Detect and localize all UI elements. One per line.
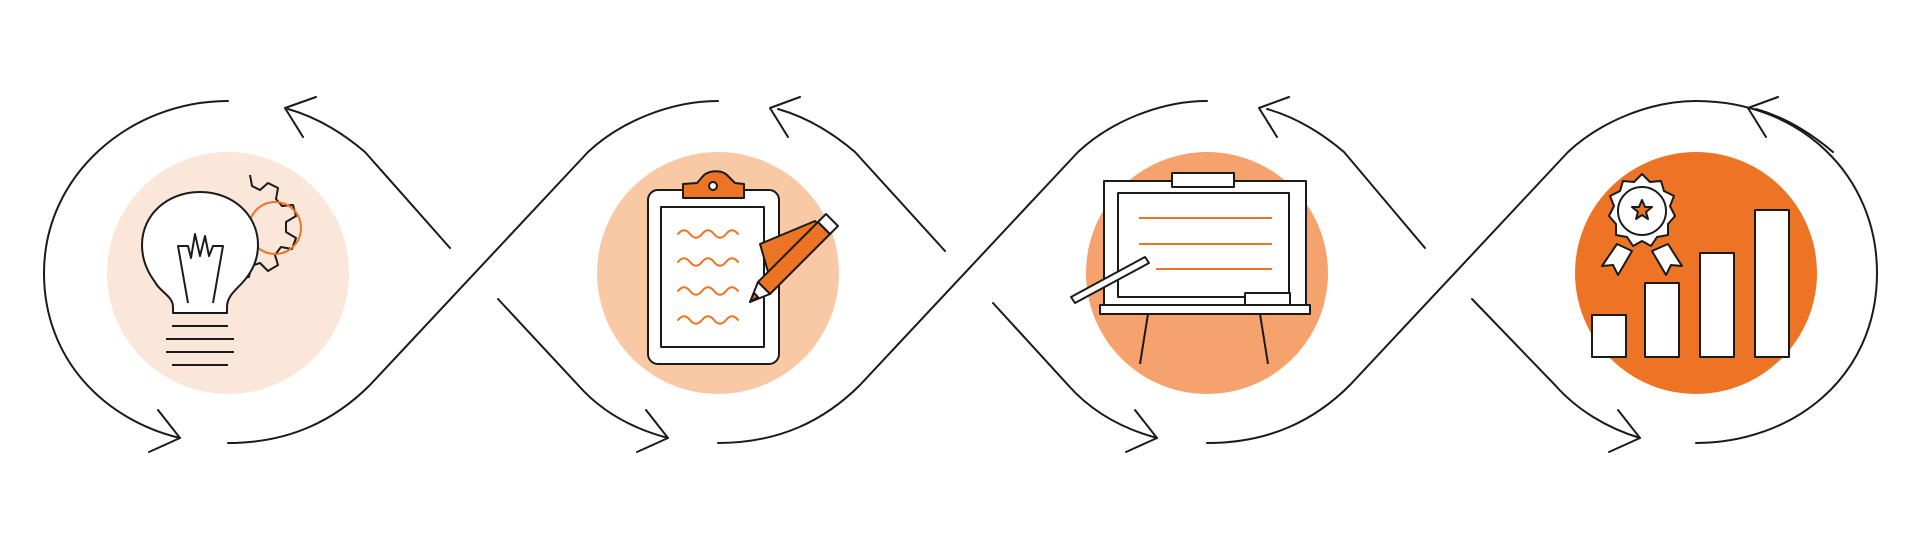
upper-arc-3 <box>1266 108 1426 249</box>
upper-arc-4 <box>1755 108 1834 153</box>
diagonal-1 <box>227 100 719 444</box>
loop-left-curve <box>43 100 229 439</box>
whiteboard-eraser-icon <box>1244 292 1291 306</box>
lightbulb-gear-icon <box>141 174 302 366</box>
arrowhead-top-1 <box>284 96 317 138</box>
whiteboard-presentation-icon <box>1070 172 1311 365</box>
clipboard-pencil-icon <box>647 170 839 365</box>
award-badge-icon <box>1601 173 1683 276</box>
whiteboard-lines-icon <box>1139 217 1272 270</box>
clipboard-lines-icon <box>677 229 739 325</box>
arrowhead-bottom-1 <box>148 409 181 453</box>
upper-arc-1 <box>287 108 451 249</box>
bar-1 <box>1591 314 1627 358</box>
filament-icon <box>177 233 224 304</box>
loop-right-curve <box>1695 100 1878 444</box>
pencil-icon <box>749 213 839 303</box>
lower-arc-2 <box>992 302 1158 439</box>
bar-2 <box>1644 282 1680 358</box>
lower-arc-1 <box>497 298 669 439</box>
whiteboard-tray-icon <box>1099 304 1311 315</box>
star-icon <box>1631 199 1653 220</box>
bar-4 <box>1754 209 1790 358</box>
gear-icon <box>233 174 297 279</box>
marker-icon <box>1070 256 1150 304</box>
award-bar-chart-icon <box>1591 173 1790 358</box>
whiteboard-clip-icon <box>1171 172 1235 188</box>
arrowhead-top-3 <box>1258 96 1290 138</box>
arrowhead-bottom-2 <box>636 409 669 453</box>
bar-chart-icon <box>1591 209 1790 358</box>
whiteboard-frame-icon <box>1103 180 1307 312</box>
bar-3 <box>1699 252 1735 358</box>
whiteboard-leg-right <box>1259 313 1269 365</box>
arrowhead-top-2 <box>769 96 801 138</box>
whiteboard-leg-left <box>1139 313 1149 365</box>
upper-arc-2 <box>777 108 946 252</box>
clipboard-board-icon <box>647 189 780 365</box>
arrowhead-bottom-3 <box>1125 409 1158 453</box>
arrowhead-top-4 <box>1747 96 1779 138</box>
diagonal-3 <box>1206 100 1697 444</box>
diagonal-2 <box>717 100 1208 444</box>
arrowhead-bottom-4 <box>1608 409 1641 453</box>
lower-arc-3 <box>1471 298 1641 439</box>
whiteboard-surface-icon <box>1117 192 1290 298</box>
